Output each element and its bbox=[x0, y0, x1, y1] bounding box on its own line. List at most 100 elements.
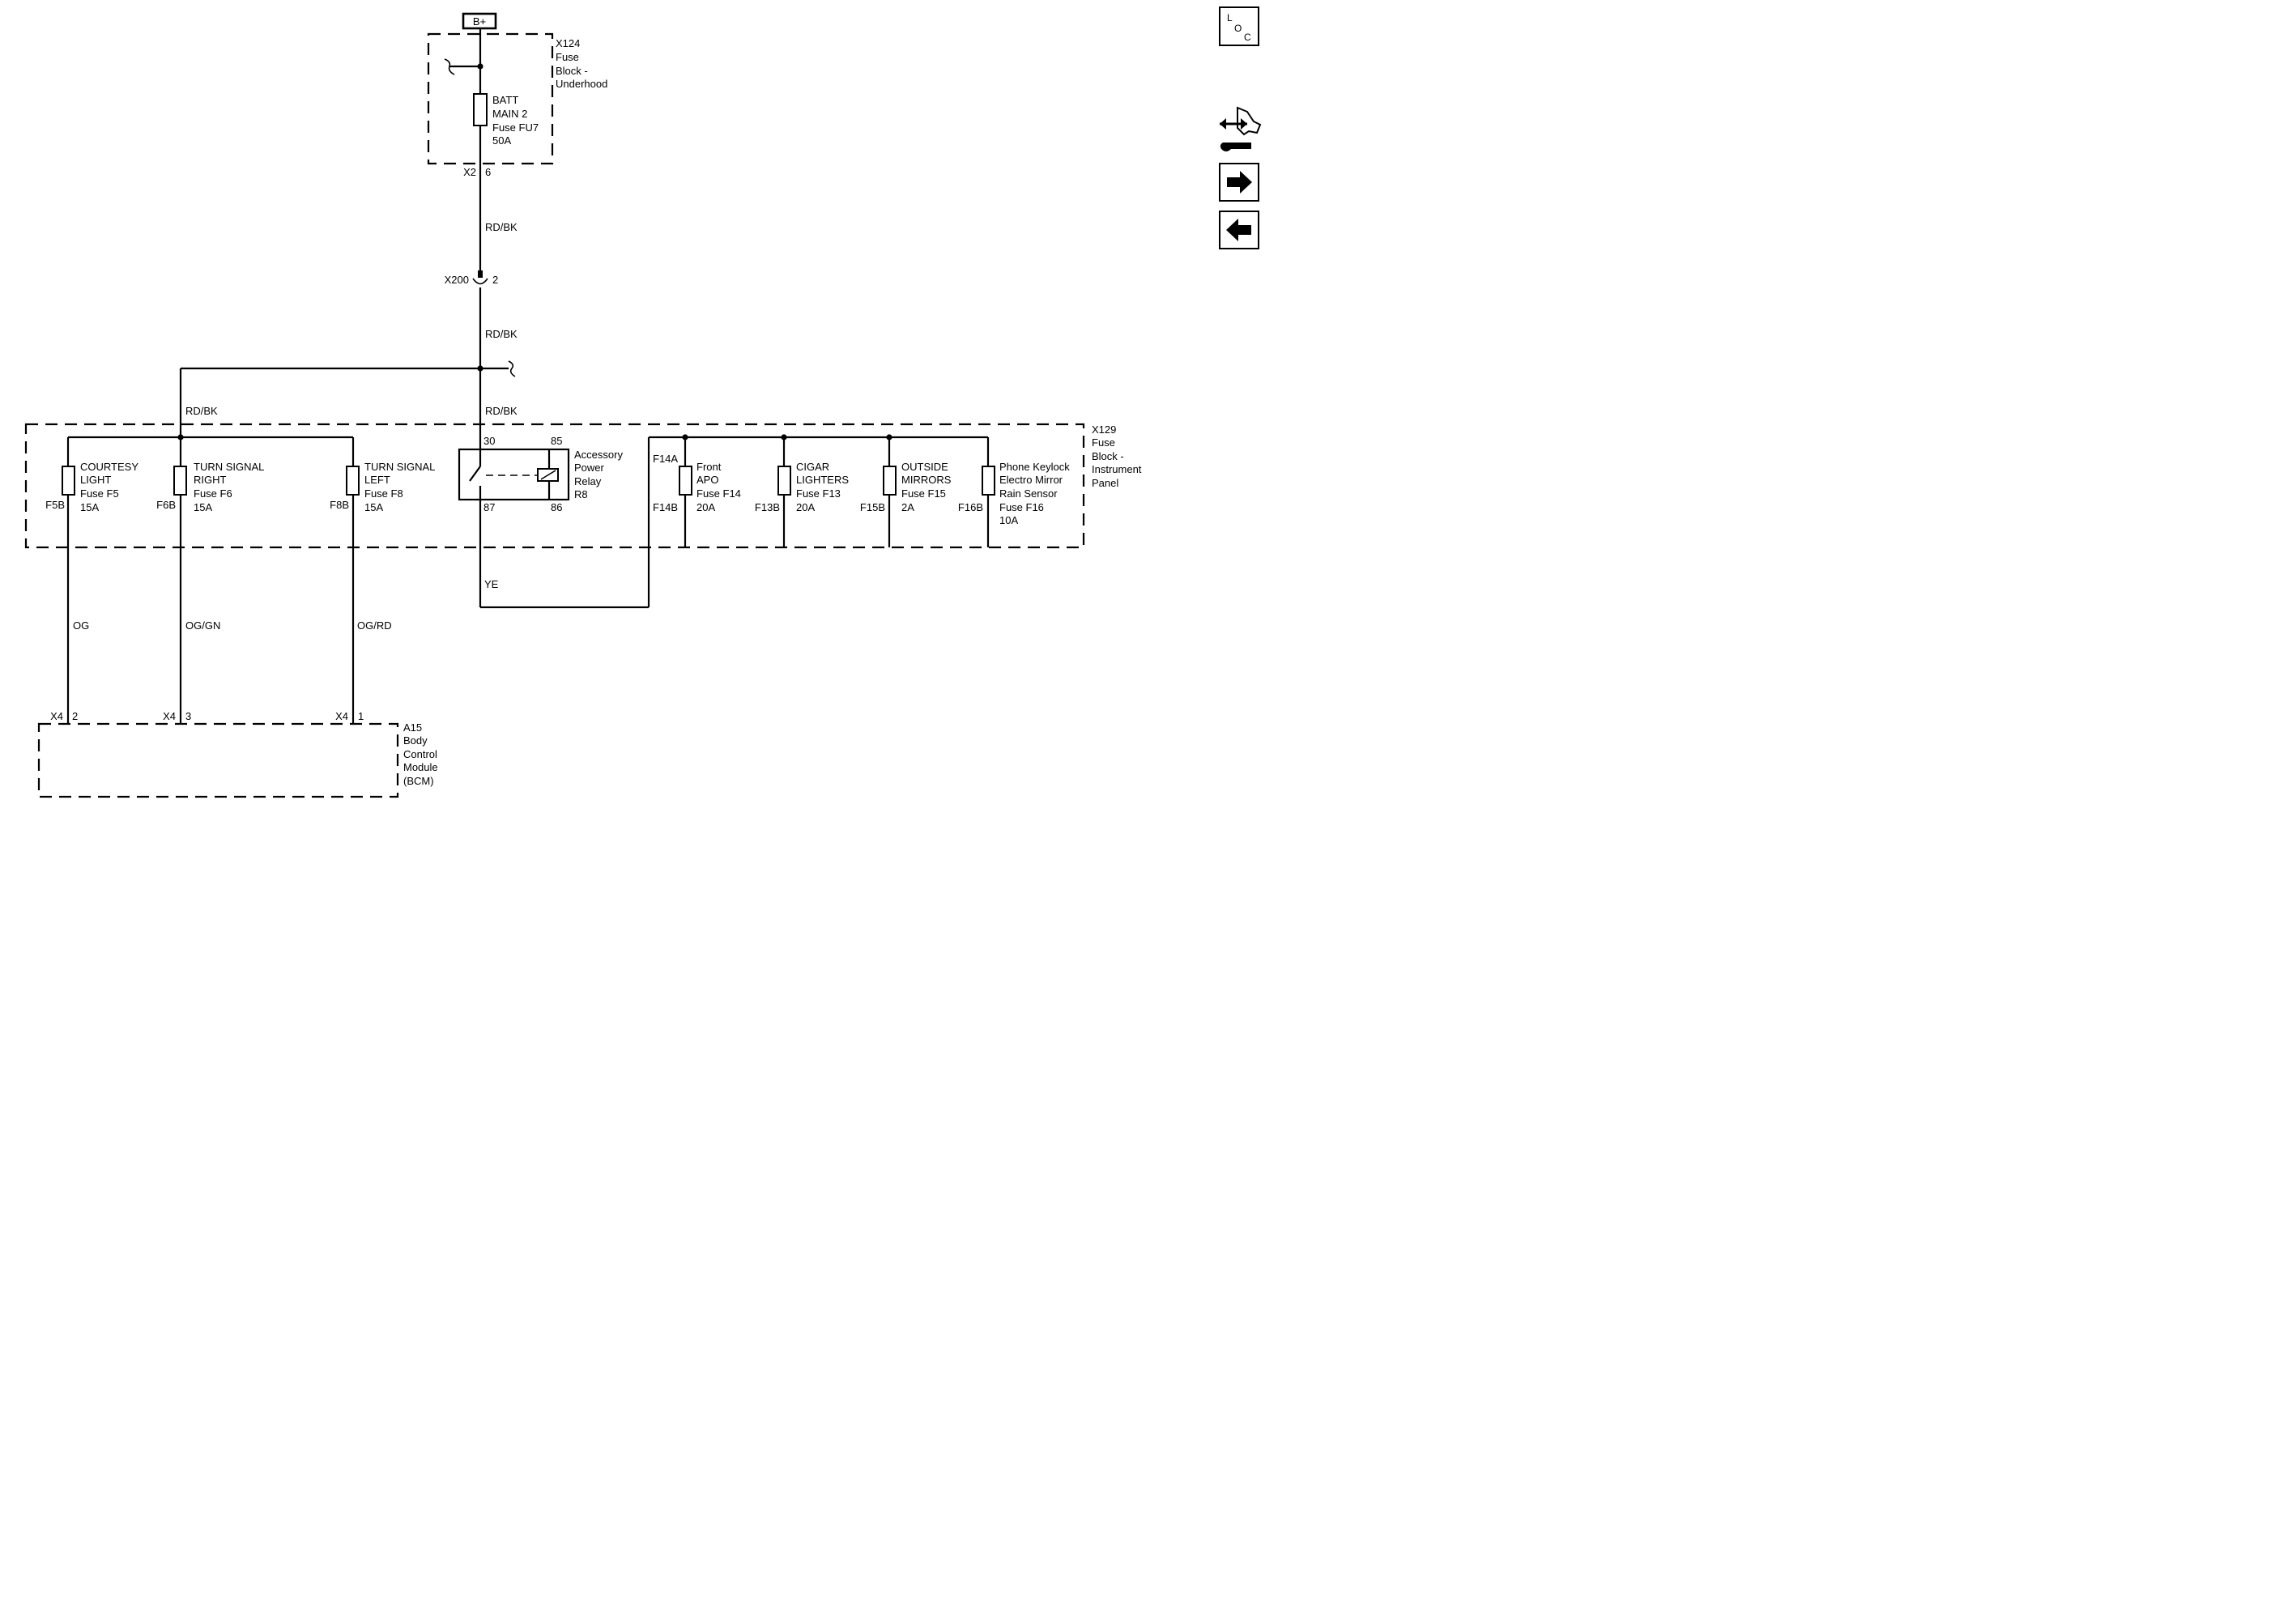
battery-label: B+ bbox=[473, 15, 486, 28]
svg-text:50A: 50A bbox=[492, 134, 511, 147]
fuse-fu7-symbol bbox=[473, 93, 488, 126]
svg-text:TURN SIGNAL: TURN SIGNAL bbox=[364, 461, 435, 473]
bcm-connector-label: X4 bbox=[335, 710, 348, 722]
svg-text:Accessory: Accessory bbox=[574, 449, 623, 461]
fuse-f8-label: TURN SIGNAL LEFT Fuse F8 15A bbox=[364, 461, 435, 513]
svg-text:Electro Mirror: Electro Mirror bbox=[999, 474, 1063, 486]
x200-inline-connector bbox=[472, 270, 488, 285]
svg-text:RIGHT: RIGHT bbox=[194, 474, 227, 486]
fuse-f16-symbol bbox=[982, 466, 995, 496]
x129-fuse-block-label: X129 Fuse Block - Instrument Panel bbox=[1092, 423, 1142, 489]
svg-text:MAIN 2: MAIN 2 bbox=[492, 108, 527, 120]
bcm-connector-label: X4 bbox=[50, 710, 63, 722]
svg-text:APO: APO bbox=[696, 474, 718, 486]
fuse-f6-symbol bbox=[173, 466, 187, 496]
svg-text:LIGHT: LIGHT bbox=[80, 474, 111, 486]
svg-text:Rain Sensor: Rain Sensor bbox=[999, 487, 1058, 500]
bcm-pin: 1 bbox=[358, 710, 364, 722]
fuse-f14-label: Front APO Fuse F14 20A bbox=[696, 461, 741, 513]
svg-text:Fuse F14: Fuse F14 bbox=[696, 487, 741, 500]
svg-text:(BCM): (BCM) bbox=[403, 775, 434, 787]
svg-text:Phone Keylock: Phone Keylock bbox=[999, 461, 1070, 473]
svg-text:MIRRORS: MIRRORS bbox=[901, 474, 952, 486]
diagnostic-connector-icon[interactable] bbox=[1220, 106, 1262, 151]
svg-text:A15: A15 bbox=[403, 721, 422, 734]
svg-text:Fuse F5: Fuse F5 bbox=[80, 487, 119, 500]
svg-text:Fuse F16: Fuse F16 bbox=[999, 501, 1044, 513]
fuse-fu7-label: BATT MAIN 2 Fuse FU7 50A bbox=[492, 94, 539, 147]
fuse-f5-symbol bbox=[62, 466, 75, 496]
fuse-f15-label: OUTSIDE MIRRORS Fuse F15 2A bbox=[901, 461, 952, 513]
wire-continuation-icon bbox=[444, 58, 455, 75]
svg-text:Body: Body bbox=[403, 734, 428, 747]
svg-text:Instrument: Instrument bbox=[1092, 463, 1142, 475]
splice-dot bbox=[477, 365, 483, 372]
svg-text:TURN SIGNAL: TURN SIGNAL bbox=[194, 461, 264, 473]
connector-x2-label: X2 bbox=[463, 166, 476, 178]
bcm-pin: 3 bbox=[185, 710, 191, 722]
x124-fuse-block-label: X124 Fuse Block - Underhood bbox=[556, 37, 607, 90]
svg-text:CIGAR: CIGAR bbox=[796, 461, 829, 473]
fuse-f16-pin: F16B bbox=[958, 501, 983, 513]
svg-text:Block -: Block - bbox=[1092, 450, 1124, 462]
svg-text:X124: X124 bbox=[556, 37, 580, 49]
svg-text:Fuse F13: Fuse F13 bbox=[796, 487, 841, 500]
relay-pin-30: 30 bbox=[483, 435, 495, 447]
fuse-f6-pin: F6B bbox=[156, 499, 176, 511]
svg-text:Module: Module bbox=[403, 761, 438, 773]
wire-color-rdbk: RD/BK bbox=[485, 405, 518, 417]
component-locator-button[interactable]: L O C bbox=[1219, 6, 1259, 46]
svg-text:Fuse F15: Fuse F15 bbox=[901, 487, 946, 500]
wire-color-oggn: OG/GN bbox=[185, 619, 220, 632]
battery-power-source: B+ bbox=[462, 12, 497, 30]
loc-letter-l: L bbox=[1227, 12, 1233, 23]
x124-fuse-block-outline bbox=[427, 32, 554, 165]
next-button[interactable] bbox=[1219, 163, 1259, 202]
fuse-f15-pin: F15B bbox=[860, 501, 885, 513]
wire-color-ye: YE bbox=[484, 578, 499, 590]
fuse-f13-label: CIGAR LIGHTERS Fuse F13 20A bbox=[796, 461, 849, 513]
relay-r8-label: Accessory Power Relay R8 bbox=[574, 449, 623, 500]
svg-text:2A: 2A bbox=[901, 501, 914, 513]
svg-text:Front: Front bbox=[696, 461, 722, 473]
svg-text:LIGHTERS: LIGHTERS bbox=[796, 474, 849, 486]
relay-pin-86: 86 bbox=[551, 501, 562, 513]
svg-text:Fuse F6: Fuse F6 bbox=[194, 487, 232, 500]
fuse-f15-symbol bbox=[883, 466, 897, 496]
bcm-module-label: A15 Body Control Module (BCM) bbox=[403, 721, 438, 787]
wire-color-rdbk: RD/BK bbox=[485, 328, 518, 340]
fuse-f14-pin: F14B bbox=[653, 501, 678, 513]
svg-text:Fuse: Fuse bbox=[1092, 436, 1115, 449]
wire-continuation-icon bbox=[508, 360, 516, 377]
svg-text:Panel: Panel bbox=[1092, 477, 1118, 489]
relay-pin-85: 85 bbox=[551, 435, 562, 447]
fuse-f8-pin: F8B bbox=[330, 499, 349, 511]
x200-pin: 2 bbox=[492, 274, 498, 286]
svg-text:X129: X129 bbox=[1092, 423, 1116, 436]
loc-letter-c: C bbox=[1244, 32, 1251, 43]
relay-r8-outline bbox=[458, 448, 570, 501]
svg-text:Fuse F8: Fuse F8 bbox=[364, 487, 403, 500]
loc-letter-o: O bbox=[1234, 23, 1242, 34]
svg-text:Relay: Relay bbox=[574, 475, 602, 487]
bcm-pin: 2 bbox=[72, 710, 78, 722]
svg-text:Power: Power bbox=[574, 462, 605, 474]
fuse-f14-pin-a: F14A bbox=[653, 453, 678, 465]
next-arrow-icon bbox=[1227, 171, 1252, 194]
fuse-f6-label: TURN SIGNAL RIGHT Fuse F6 15A bbox=[194, 461, 264, 513]
connector-x2-pin: 6 bbox=[485, 166, 491, 178]
svg-text:Control: Control bbox=[403, 748, 437, 760]
svg-text:Fuse: Fuse bbox=[556, 51, 579, 63]
bcm-module-outline bbox=[37, 722, 399, 798]
fuse-f5-label: COURTESY LIGHT Fuse F5 15A bbox=[80, 461, 138, 513]
svg-text:BATT: BATT bbox=[492, 94, 518, 106]
bcm-connector-label: X4 bbox=[163, 710, 176, 722]
wire-color-rdbk: RD/BK bbox=[485, 221, 518, 233]
svg-text:LEFT: LEFT bbox=[364, 474, 390, 486]
svg-text:15A: 15A bbox=[80, 501, 99, 513]
fuse-f13-symbol bbox=[777, 466, 791, 496]
previous-button[interactable] bbox=[1219, 211, 1259, 249]
svg-text:OUTSIDE: OUTSIDE bbox=[901, 461, 948, 473]
x129-fuse-block-outline bbox=[24, 423, 1085, 549]
svg-text:10A: 10A bbox=[999, 514, 1018, 526]
